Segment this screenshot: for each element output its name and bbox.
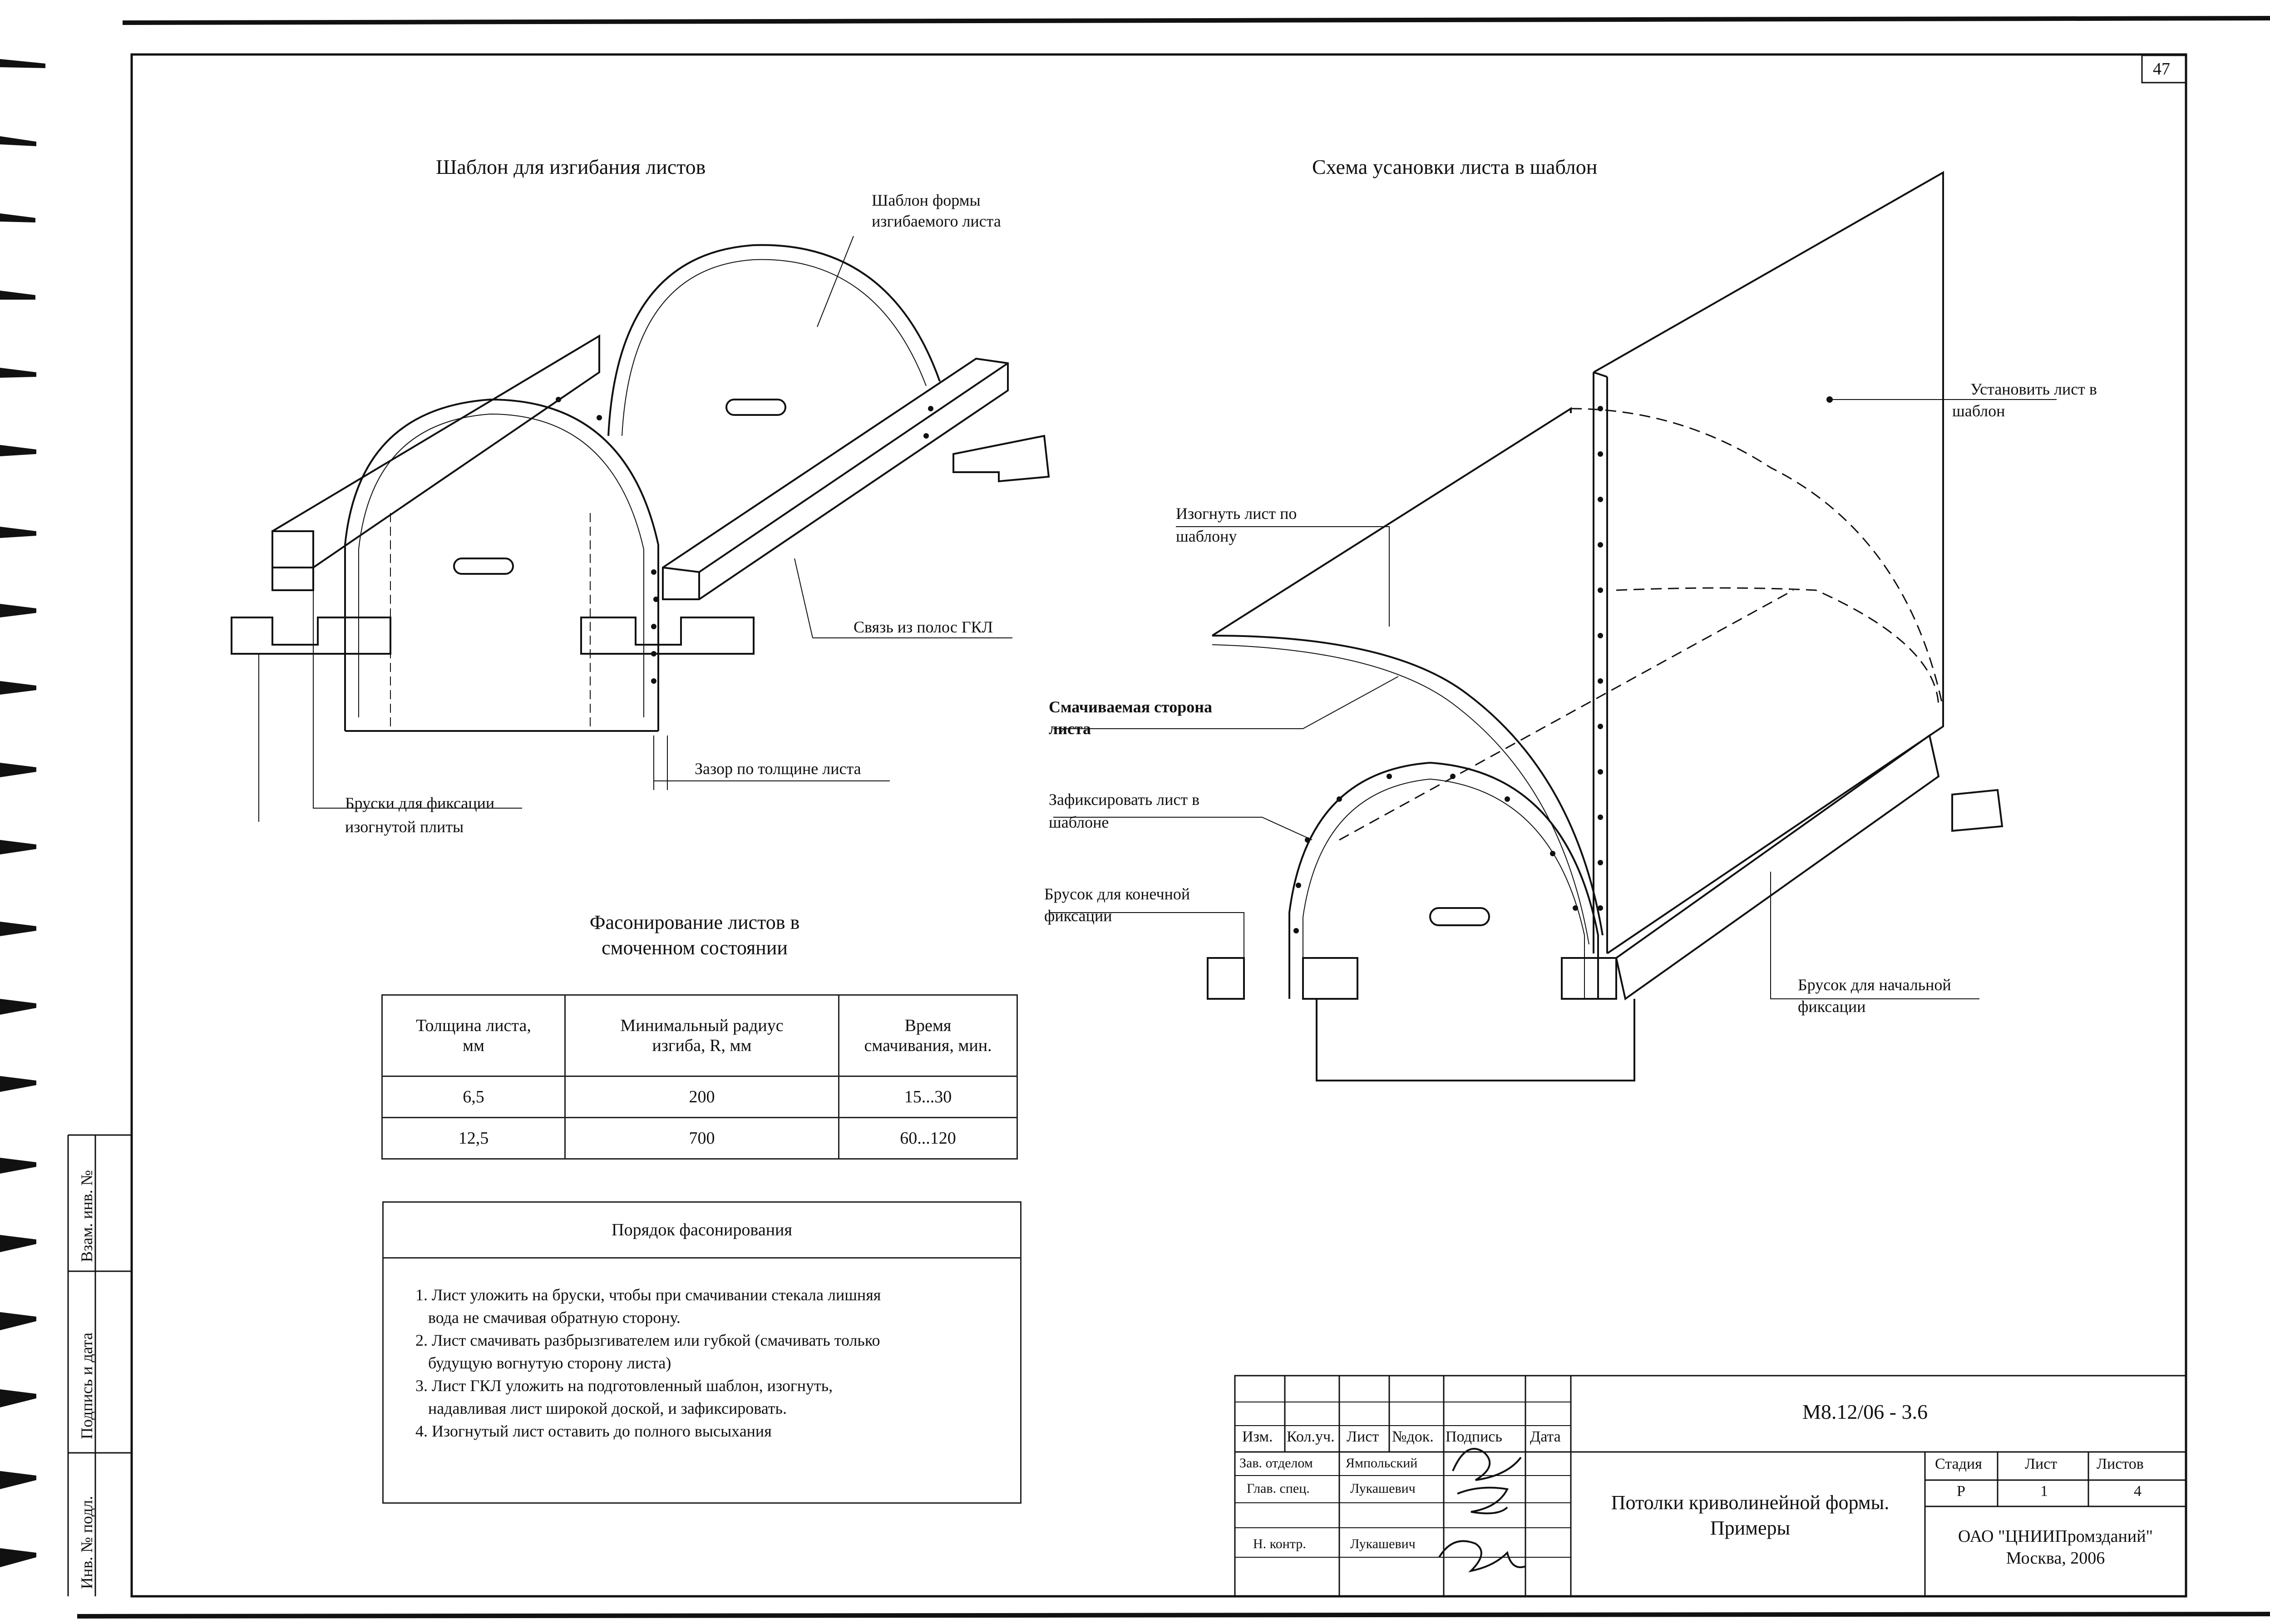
right-dot-pattern: [1293, 396, 1833, 933]
header-data: Дата: [1530, 1428, 1561, 1445]
organization-line1: ОАО "ЦНИИПромзданий": [1958, 1527, 2153, 1546]
table-row: 6,5 200 15...30: [381, 1076, 1018, 1118]
label-install-line1: Установить лист в: [1970, 380, 2097, 398]
role-chief: Глав. спец.: [1247, 1481, 1310, 1496]
label-fix-line2: шаблоне: [1049, 813, 1109, 831]
name-control: Лукашевич: [1350, 1536, 1416, 1551]
header-izm: Изм.: [1242, 1428, 1273, 1445]
label-wet-side-line2: листа: [1049, 720, 1091, 738]
label-end-bar-line1: Брусок для конечной: [1044, 885, 1190, 903]
cell-thickness: 6,5: [381, 1076, 566, 1118]
procedure-box: Порядок фасонирования 1. Лист уложить на…: [382, 1201, 1022, 1504]
frame: [67, 16, 2270, 1619]
cell-thickness: 12,5: [381, 1117, 566, 1160]
sheet-number: 47: [2153, 59, 2170, 79]
procedure-steps: 1. Лист уложить на бруски, чтобы при сма…: [415, 1283, 881, 1442]
label-bend-line1: Изогнуть лист по: [1176, 504, 1297, 523]
sheet-value: 1: [2040, 1483, 2048, 1500]
label-start-bar-line2: фиксации: [1798, 997, 1866, 1016]
label-install-line2: шаблон: [1952, 402, 2005, 420]
cell-radius: 700: [564, 1117, 839, 1160]
side-label-inventory: Инв. № подл.: [78, 1496, 96, 1589]
procedure-title: Порядок фасонирования: [384, 1203, 1020, 1259]
shaping-title-line2: смоченном состоянии: [602, 937, 788, 959]
table-row: 12,5 700 60...120: [381, 1117, 1018, 1160]
cell-radius: 200: [564, 1076, 839, 1118]
right-install-drawing: [1049, 171, 2057, 1081]
header-ndok: №док.: [1392, 1428, 1434, 1445]
title-block-grid: [1234, 1375, 2187, 1597]
cell-time: 15...30: [838, 1076, 1018, 1118]
header-kolu: Кол.уч.: [1287, 1428, 1335, 1445]
organization-line2: Москва, 2006: [2006, 1549, 2105, 1568]
label-bars-line2: изогнутой плиты: [345, 818, 464, 836]
header-podpis: Подпись: [1446, 1428, 1502, 1445]
side-label-signature: Подпись и дата: [78, 1333, 96, 1439]
side-label-replace: Взам. инв. №: [78, 1170, 96, 1262]
label-bend-line2: шаблону: [1176, 527, 1237, 545]
header-list: Лист: [1347, 1428, 1379, 1445]
name-head: Ямпольский: [1346, 1456, 1418, 1471]
label-tie: Связь из полос ГКЛ: [854, 618, 993, 636]
label-end-bar-line2: фиксации: [1044, 907, 1112, 925]
cell-time: 60...120: [838, 1117, 1018, 1160]
list-item: 3. Лист ГКЛ уложить на подготовленный ша…: [415, 1377, 833, 1417]
list-item: 2. Лист смачивать разбрызгивателем или г…: [415, 1331, 880, 1372]
label-template-line2: изгибаемого листа: [872, 212, 1001, 230]
left-template-drawing: [231, 236, 1050, 822]
name-chief: Лукашевич: [1350, 1481, 1416, 1496]
label-start-bar-line1: Брусок для начальной: [1798, 976, 1951, 994]
binding-marks: [0, 59, 45, 1567]
label-gap: Зазор по толщине листа: [695, 760, 861, 778]
signature-marks: [1438, 1448, 1526, 1573]
description-line1: Потолки криволинейной формы.: [1611, 1491, 1890, 1514]
header-thickness: Толщина листа,мм: [381, 994, 566, 1077]
document-code: М8.12/06 - 3.6: [1802, 1400, 1928, 1423]
left-dot-pattern: [556, 397, 933, 684]
label-wet-side-line1: Смачиваемая сторона: [1049, 698, 1212, 716]
label-fix-line1: Зафиксировать лист в: [1049, 790, 1200, 809]
list-item: 1. Лист уложить на бруски, чтобы при сма…: [415, 1286, 881, 1327]
right-diagram-title: Схема усановки листа в шаблон: [1312, 155, 1598, 178]
description-line2: Примеры: [1710, 1517, 1791, 1539]
label-bars-line1: Бруски для фиксации: [345, 794, 495, 812]
stage-value: Р: [1957, 1483, 1965, 1500]
left-diagram-title: Шаблон для изгибания листов: [436, 155, 706, 178]
sheets-header: Листов: [2097, 1456, 2144, 1472]
sheets-value: 4: [2134, 1483, 2142, 1500]
label-template-line1: Шаблон формы: [872, 191, 981, 209]
role-head: Зав. отделом: [1239, 1456, 1313, 1471]
role-control: Н. контр.: [1253, 1536, 1306, 1551]
list-item: 4. Изогнутый лист оставить до полного вы…: [415, 1422, 772, 1440]
shaping-title-line1: Фасонирование листов в: [589, 911, 800, 933]
stage-header: Стадия: [1935, 1456, 1982, 1472]
sheet-header: Лист: [2025, 1456, 2058, 1472]
